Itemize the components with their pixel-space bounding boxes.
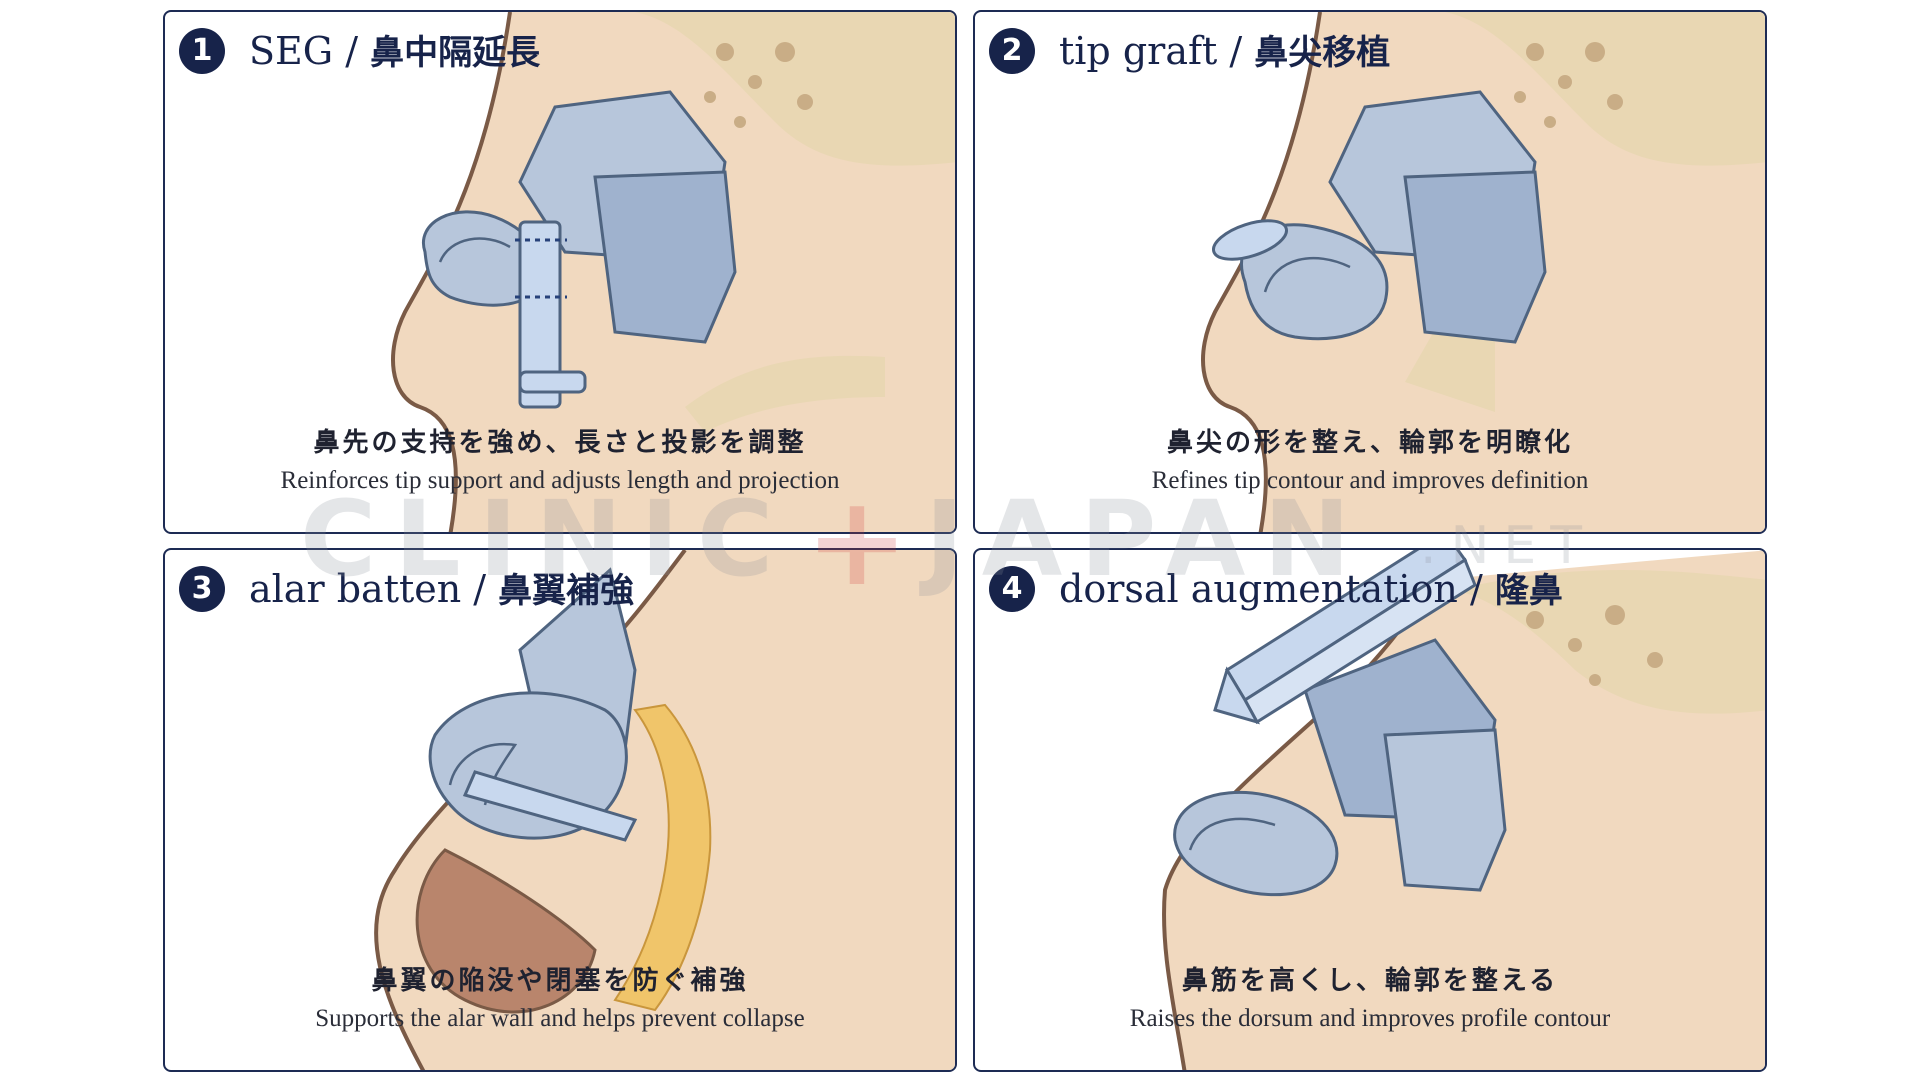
panel-dorsal-augmentation: 4 dorsal augmentation / 隆鼻 鼻筋を高くし、輪郭を整える… [973,548,1767,1072]
seg-illustration [391,12,955,532]
caption-en: Refines tip contour and improves definit… [1151,467,1589,494]
panel-seg: 1 SEG / 鼻中隔延長 鼻先の支持を強め、長さと投影を調整 Reinforc… [163,10,957,534]
panel-alar-batten: 3 alar batten / 鼻翼補強 鼻翼の陥没や閉塞を防ぐ補強 Suppo… [163,548,957,1072]
caption-jp: 鼻尖の形を整え、輪郭を明瞭化 [1166,428,1573,458]
caption-en: Raises the dorsum and improves profile c… [1129,1005,1611,1032]
title-jp: 鼻尖移植 [1254,33,1391,73]
step-badge: 4 [989,566,1035,612]
title-jp: 隆鼻 [1494,571,1563,611]
step-badge: 1 [179,28,225,74]
title-en: SEG / [249,29,371,73]
panel-title: dorsal augmentation / 隆鼻 [1059,566,1563,614]
title-jp: 鼻中隔延長 [370,33,541,73]
alar-batten-illustration [374,550,955,1070]
caption-en: Reinforces tip support and adjusts lengt… [280,467,840,494]
panel-title: tip graft / 鼻尖移植 [1059,28,1390,76]
title-en: dorsal augmentation / [1059,567,1495,611]
caption-jp: 鼻筋を高くし、輪郭を整える [1181,966,1559,996]
step-badge: 2 [989,28,1035,74]
title-jp: 鼻翼補強 [498,571,635,611]
panel-title: alar batten / 鼻翼補強 [249,566,634,614]
dorsal-augmentation-illustration [1162,550,1765,1070]
step-badge: 3 [179,566,225,612]
panel-tip-graft: 2 tip graft / 鼻尖移植 鼻尖の形を整え、輪郭を明瞭化 Refine… [973,10,1767,534]
title-en: tip graft / [1059,29,1255,73]
caption-jp: 鼻先の支持を強め、長さと投影を調整 [313,428,807,458]
caption-en: Supports the alar wall and helps prevent… [315,1005,805,1032]
tip-graft-illustration [1201,12,1765,532]
caption-jp: 鼻翼の陥没や閉塞を防ぐ補強 [371,966,749,996]
panel-title: SEG / 鼻中隔延長 [249,28,540,76]
title-en: alar batten / [249,567,499,611]
